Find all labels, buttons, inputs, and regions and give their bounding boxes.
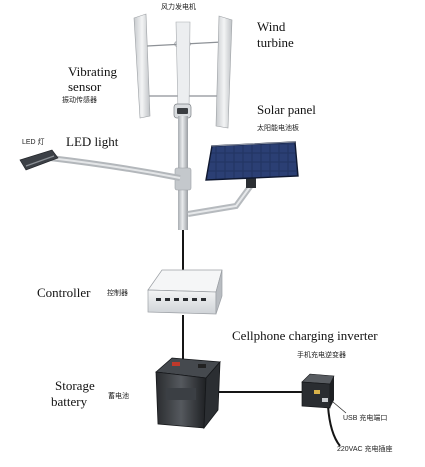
storage-battery-en-label-line1: Storage	[55, 378, 95, 393]
turbine-blade-right	[215, 15, 233, 129]
usb-pointer-line	[332, 401, 347, 414]
turbine-blade-left	[133, 13, 151, 119]
wind-turbine-en-label-line2: turbine	[257, 35, 294, 50]
storage-battery-cn-label: 蓄电池	[108, 392, 129, 400]
solar-panel	[205, 141, 299, 181]
solar-panel-bracket	[187, 174, 256, 217]
controller-cn-label: 控制器	[107, 289, 128, 297]
controller-en-label: Controller	[37, 285, 91, 300]
led-light	[19, 149, 181, 181]
wind-turbine-en-label-line1: Wind	[257, 19, 286, 34]
vibrating-sensor-cn-label: 振动传感器	[62, 96, 97, 104]
cellphone-inverter-en-label: Cellphone charging inverter	[232, 328, 378, 343]
led-lamp-head	[19, 149, 59, 171]
usb-port-label: USB 充电端口	[343, 415, 388, 422]
vibrating-sensor-en-label-line1: Vibrating	[68, 64, 118, 79]
solar-panel-en-label: Solar panel	[257, 102, 316, 117]
storage-battery-en-label-line2: battery	[51, 394, 88, 409]
wind-turbine-cn-label: 风力发电机	[161, 3, 196, 11]
vibrating-sensor	[173, 103, 192, 119]
led-light-small-label: LED 灯	[22, 139, 45, 146]
controller	[147, 269, 223, 315]
turbine-blade-center	[175, 21, 191, 113]
solar-panel-cn-label: 太阳能电池板	[257, 124, 299, 132]
storage-battery	[155, 357, 221, 430]
cellphone-inverter	[301, 373, 347, 414]
led-light-en-label: LED light	[66, 134, 119, 149]
vibrating-sensor-en-label-line2: sensor	[68, 79, 102, 94]
cellphone-inverter-cn-label: 手机充电逆变器	[297, 351, 346, 359]
ac-socket-label: 220VAC 充电插座	[337, 446, 393, 453]
wind-turbine	[133, 13, 233, 129]
cables	[182, 228, 341, 447]
